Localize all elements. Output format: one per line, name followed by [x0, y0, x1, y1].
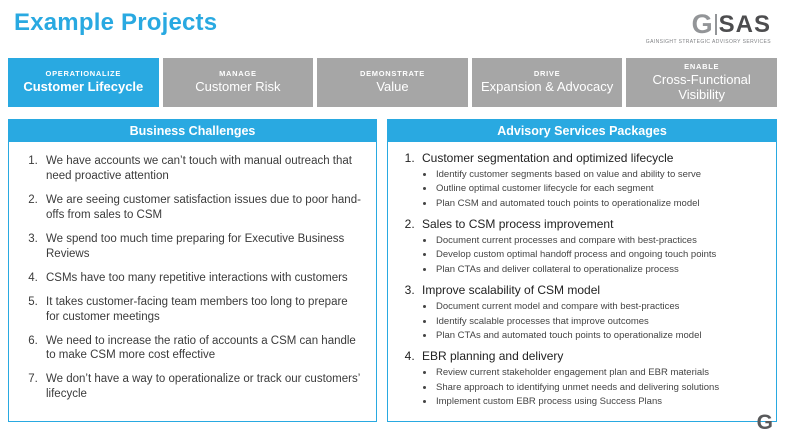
package-bullet: Plan CTAs and deliver collateral to oper… [435, 264, 764, 276]
logo-g-letter: G [691, 9, 713, 39]
tab-customer-risk[interactable]: MANAGE Customer Risk [162, 58, 314, 108]
tab-label: Customer Risk [195, 79, 281, 95]
package-bullet: Document current processes and compare w… [435, 235, 764, 247]
package-bullet: Document current model and compare with … [435, 301, 764, 313]
package-title: EBR planning and delivery [422, 349, 564, 364]
logo-sas-letters: SAS [718, 10, 771, 38]
package-item: Sales to CSM process improvement Documen… [418, 217, 764, 276]
challenge-list: We have accounts we can’t touch with man… [19, 154, 364, 402]
package-bullet: Identify customer segments based on valu… [435, 169, 764, 181]
package-title: Customer segmentation and optimized life… [422, 151, 674, 166]
top-bar: Example Projects G SAS GAINSIGHT STRATEG… [0, 0, 785, 45]
tab-customer-lifecycle[interactable]: OPERATIONALIZE Customer Lifecycle [8, 58, 159, 108]
package-bullets: Identify customer segments based on valu… [422, 169, 764, 210]
gainsight-g-logo: G [756, 411, 773, 434]
challenge-item: We spend too much time preparing for Exe… [41, 232, 364, 262]
package-item: EBR planning and delivery Review current… [418, 349, 764, 408]
page-title: Example Projects [14, 9, 218, 36]
package-bullets: Document current processes and compare w… [422, 235, 764, 276]
business-challenges-body: We have accounts we can’t touch with man… [9, 142, 376, 417]
advisory-packages-panel: Advisory Services Packages Customer segm… [387, 119, 777, 423]
advisory-packages-header: Advisory Services Packages [388, 120, 776, 143]
tab-label: Cross-Functional Visibility [652, 72, 751, 102]
logo-wordmark: G SAS [646, 11, 771, 38]
content-panels: Business Challenges We have accounts we … [8, 119, 777, 423]
tab-label: Customer Lifecycle [23, 79, 144, 95]
tab-eyebrow: DRIVE [533, 69, 561, 79]
tab-eyebrow: MANAGE [219, 69, 257, 79]
package-item: Improve scalability of CSM model Documen… [418, 283, 764, 342]
package-list: Customer segmentation and optimized life… [396, 151, 764, 408]
package-bullet: Review current stakeholder engagement pl… [435, 367, 764, 379]
tab-label: Value [376, 79, 409, 95]
package-bullet: Implement custom EBR process using Succe… [435, 396, 764, 408]
package-bullets: Document current model and compare with … [422, 301, 764, 342]
tab-eyebrow: OPERATIONALIZE [45, 69, 122, 79]
tab-cross-functional-visibility[interactable]: ENABLE Cross-Functional Visibility [626, 58, 777, 108]
tab-eyebrow: ENABLE [684, 62, 720, 71]
category-tabs: OPERATIONALIZE Customer Lifecycle MANAGE… [8, 58, 777, 108]
package-bullet: Identify scalable processes that improve… [435, 316, 764, 328]
logo-divider [714, 14, 717, 35]
package-title: Improve scalability of CSM model [422, 283, 601, 298]
package-bullet: Plan CTAs and automated touch points to … [435, 330, 764, 342]
package-item: Customer segmentation and optimized life… [418, 151, 764, 210]
package-bullet: Develop custom optimal handoff process a… [435, 249, 764, 261]
package-bullet: Share approach to identifying unmet need… [435, 382, 764, 394]
package-bullets: Review current stakeholder engagement pl… [422, 367, 764, 408]
tab-expansion-advocacy[interactable]: DRIVE Expansion & Advocacy [471, 58, 623, 108]
business-challenges-header: Business Challenges [9, 120, 376, 143]
challenge-item: We are seeing customer satisfaction issu… [41, 193, 364, 223]
tab-eyebrow: DEMONSTRATE [359, 69, 426, 79]
tab-label: Expansion & Advocacy [480, 79, 614, 95]
challenge-item: It takes customer-facing team members to… [41, 295, 364, 325]
challenge-item: We don’t have a way to operationalize or… [41, 372, 364, 402]
package-bullet: Outline optimal customer lifecycle for e… [435, 183, 764, 195]
tab-value[interactable]: DEMONSTRATE Value [317, 58, 468, 108]
logo-caption: GAINSIGHT STRATEGIC ADVISORY SERVICES [645, 39, 771, 45]
business-challenges-panel: Business Challenges We have accounts we … [8, 119, 377, 423]
challenge-item: We need to increase the ratio of account… [41, 334, 364, 364]
package-title: Sales to CSM process improvement [422, 217, 614, 232]
advisory-packages-body: Customer segmentation and optimized life… [388, 142, 776, 419]
package-bullet: Plan CSM and automated touch points to o… [435, 198, 764, 210]
challenge-item: CSMs have too many repetitive interactio… [41, 271, 364, 286]
challenge-item: We have accounts we can’t touch with man… [41, 154, 364, 184]
gainsight-sas-logo: G SAS GAINSIGHT STRATEGIC ADVISORY SERVI… [645, 9, 771, 46]
